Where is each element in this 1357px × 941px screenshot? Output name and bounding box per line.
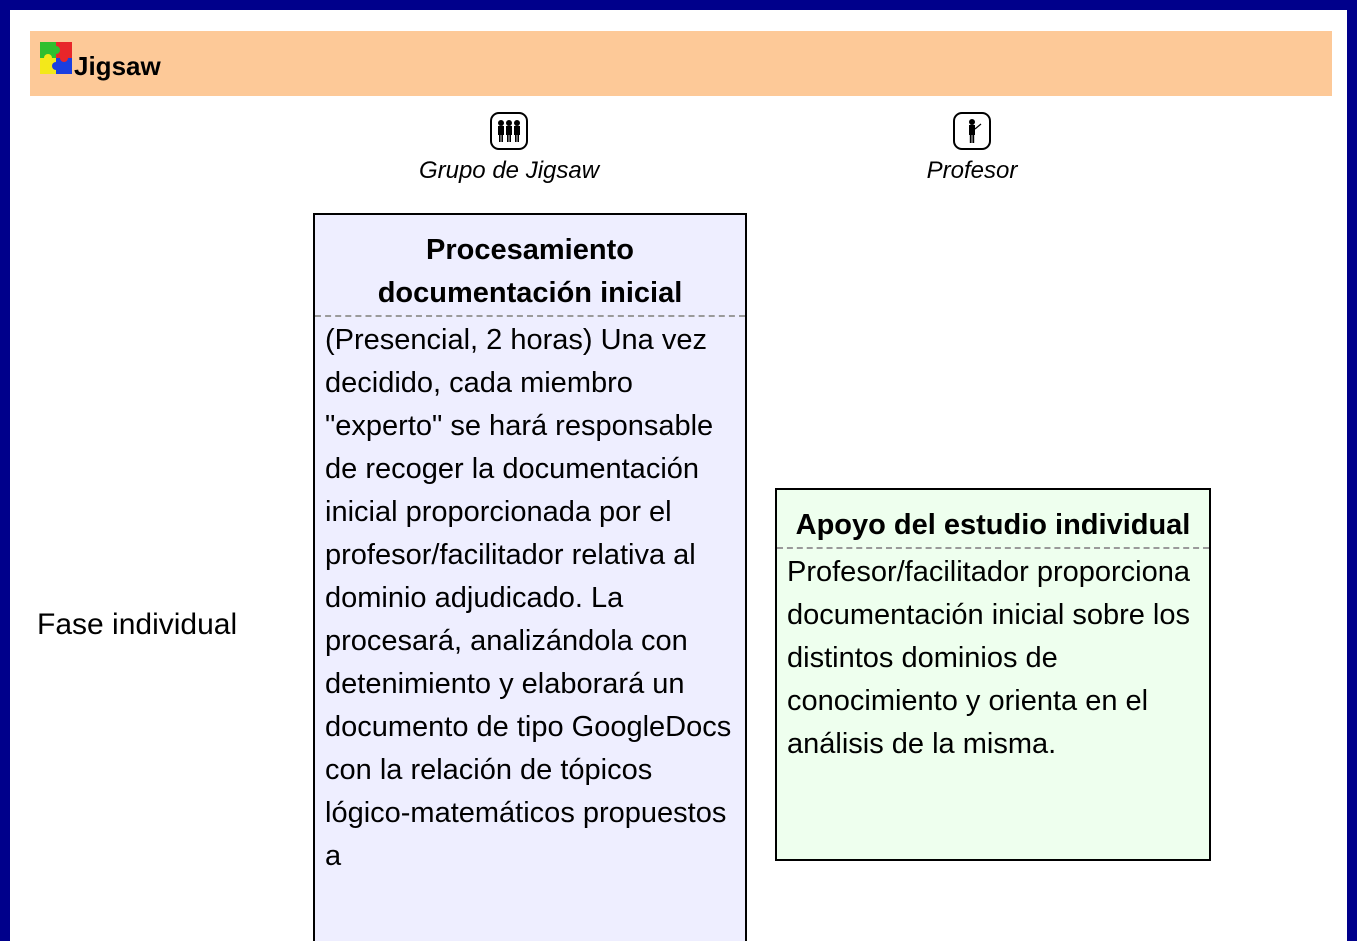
teacher-icon — [953, 112, 991, 150]
activity-title: Apoyo del estudio individual — [795, 509, 1191, 541]
activity-apoyo[interactable]: Apoyo del estudio individual Profesor/fa… — [775, 488, 1211, 861]
activity-procesamiento[interactable]: Procesamiento documentación inicial (Pre… — [313, 213, 747, 941]
role-label-group: Grupo de Jigsaw — [418, 157, 600, 184]
role-column-teacher: Profesor — [892, 111, 1052, 185]
activity-description: Profesor/facilitador proporciona documen… — [787, 556, 1190, 760]
phase-label: Fase individual — [37, 608, 238, 641]
role-label-teacher: Profesor — [926, 157, 1018, 184]
title-bar: Jigsaw — [30, 31, 1332, 96]
activity-divider — [315, 315, 745, 317]
activity-title: Procesamiento documentación inicial — [377, 234, 683, 309]
activity-description: (Presencial, 2 horas) Una vez decidido, … — [325, 324, 732, 872]
jigsaw-puzzle-icon — [40, 42, 72, 74]
learning-design-frame: Jigsaw Grupo de Jigsaw — [10, 10, 1347, 941]
page-title: Jigsaw — [74, 51, 161, 81]
activity-divider — [777, 547, 1209, 549]
role-column-group: Grupo de Jigsaw — [379, 111, 639, 185]
group-icon — [490, 112, 528, 150]
